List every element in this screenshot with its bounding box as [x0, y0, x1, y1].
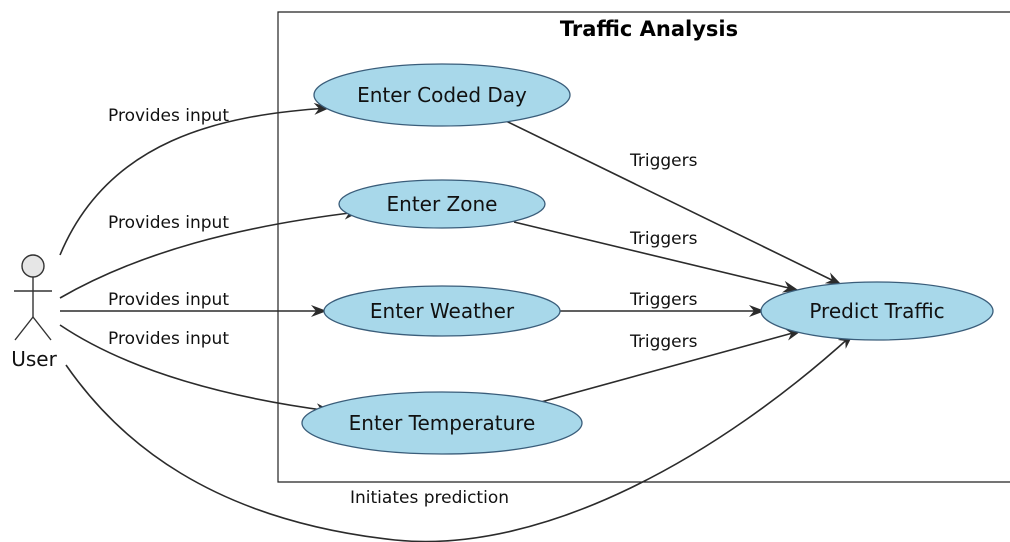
system-boundary: Traffic Analysis	[277, 11, 1010, 483]
edge-user-zone	[59, 207, 360, 299]
usecase-enter-zone[interactable]: Enter Zone	[338, 179, 546, 229]
edge-label-provides-input: Provides input	[108, 329, 229, 349]
actor-head	[21, 254, 45, 278]
usecase-shape	[760, 281, 994, 341]
usecase-predict-traffic[interactable]: Predict Traffic	[760, 281, 994, 341]
edge-label-provides-input: Provides input	[108, 213, 229, 233]
usecase-enter-coded-day[interactable]: Enter Coded Day	[313, 63, 571, 127]
usecase-label: Enter Zone	[387, 192, 498, 216]
edge-zone-predict	[513, 221, 799, 293]
edge-label-triggers: Triggers	[629, 151, 698, 171]
edge-label-triggers: Triggers	[629, 229, 698, 249]
actor-left-leg	[14, 316, 34, 341]
actor-user: User	[11, 254, 58, 371]
edge-label-triggers: Triggers	[629, 332, 698, 352]
boundary-title: Traffic Analysis	[560, 17, 738, 41]
usecase-label: Predict Traffic	[809, 299, 944, 323]
edge-label-provides-input: Provides input	[108, 290, 229, 310]
actor-label: User	[11, 347, 57, 371]
usecase-enter-temperature[interactable]: Enter Temperature	[301, 391, 583, 455]
edge-label-initiates-prediction: Initiates prediction	[350, 488, 509, 508]
edge-user-predict	[65, 333, 854, 542]
edge-label-provides-input: Provides input	[108, 106, 229, 126]
usecase-shape	[323, 285, 561, 337]
edge-labels: Provides input Provides input Provides i…	[108, 106, 698, 508]
edge-temperature-predict	[540, 328, 802, 403]
edge-coded-day-predict	[505, 120, 842, 285]
usecase-shape	[338, 179, 546, 229]
usecase-shape	[301, 391, 583, 455]
usecase-label: Enter Weather	[370, 299, 515, 323]
boundary-frame	[277, 11, 1010, 483]
usecase-shape	[313, 63, 571, 127]
edge-user-coded-day	[59, 102, 330, 256]
edge-user-temperature	[59, 324, 332, 416]
usecase-label: Enter Temperature	[349, 411, 536, 435]
actor-right-leg	[32, 316, 52, 341]
usecase-enter-weather[interactable]: Enter Weather	[323, 285, 561, 337]
actor-edges	[59, 102, 854, 542]
edge-label-triggers: Triggers	[629, 290, 698, 310]
usecase-label: Enter Coded Day	[357, 83, 527, 107]
use-cases: Enter Coded Day Enter Zone Enter Weather…	[301, 63, 994, 455]
trigger-edges	[505, 120, 842, 403]
